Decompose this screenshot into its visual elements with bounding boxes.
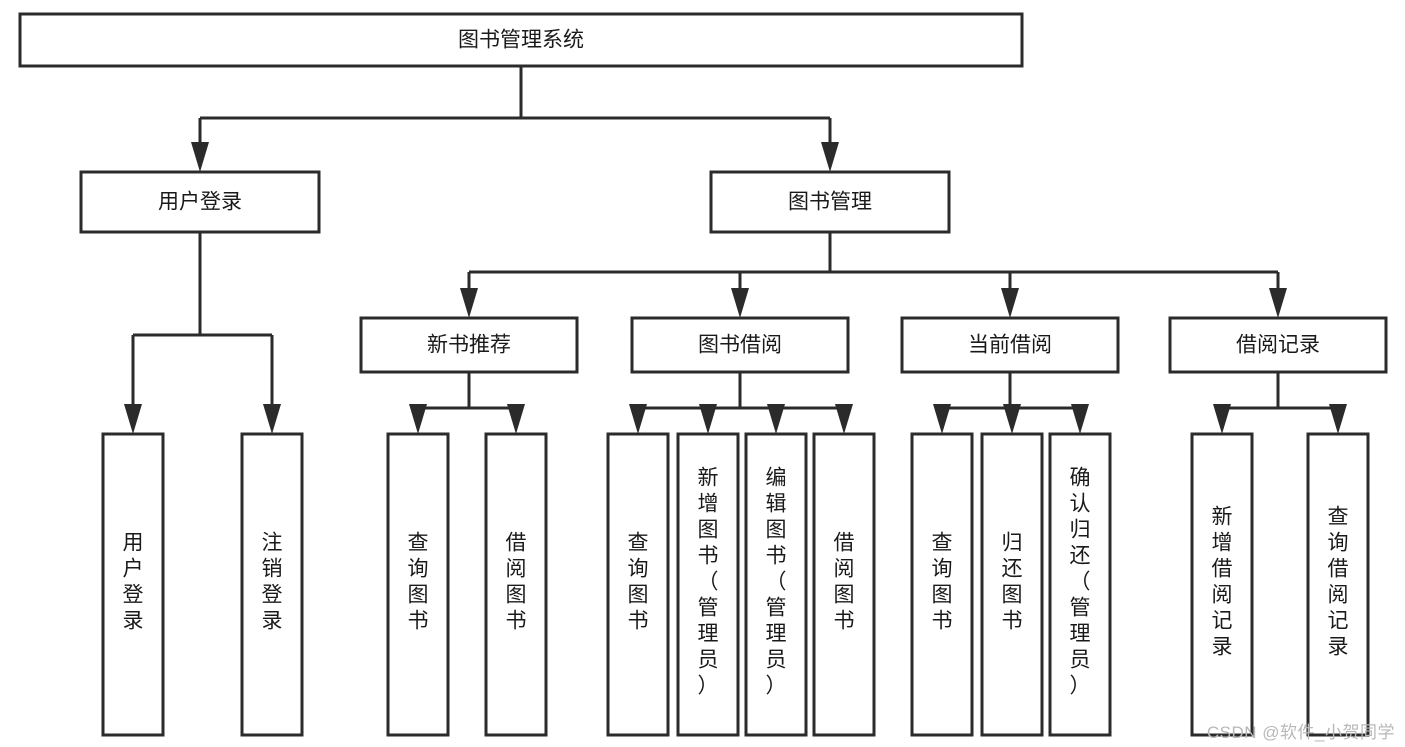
- node-leaf-user-login[interactable]: 用户登录: [101, 432, 165, 737]
- arrow-head-icon: [507, 404, 525, 434]
- node-label-leaf-query-record: 查询借阅记录: [1328, 506, 1349, 659]
- node-label-root: 图书管理系统: [458, 29, 584, 52]
- node-leaf-query-book-3[interactable]: 查询图书: [910, 432, 974, 737]
- node-label-leaf-borrow-book-2: 借阅图书: [834, 532, 855, 633]
- node-leaf-query-book-2[interactable]: 查询图书: [606, 432, 670, 737]
- node-label-leaf-query-book-3: 查询图书: [932, 532, 953, 633]
- arrow-head-icon: [409, 404, 427, 434]
- csdn-watermark: CSDN @软件_小贺同学: [1206, 723, 1395, 742]
- arrow-head-icon: [1001, 288, 1019, 318]
- node-layer: 图书管理系统用户登录图书管理新书推荐图书借阅当前借阅借阅记录用户登录注销登录查询…: [18, 12, 1388, 737]
- arrow-head-icon: [1213, 404, 1231, 434]
- node-leaf-edit-book[interactable]: 编辑图书（管理员）: [744, 432, 808, 737]
- node-box-borrow-record[interactable]: [1168, 316, 1388, 374]
- node-box-leaf-edit-book[interactable]: [744, 432, 808, 737]
- node-borrow-record[interactable]: 借阅记录: [1168, 316, 1388, 374]
- node-leaf-borrow-book-1[interactable]: 借阅图书: [484, 432, 548, 737]
- node-label-leaf-edit-book: 编辑图书（管理员）: [766, 467, 787, 698]
- connector-branch-book-borrow: [629, 372, 853, 434]
- node-leaf-add-record[interactable]: 新增借阅记录: [1190, 432, 1254, 737]
- connector-branch-book-manage: [460, 232, 1287, 318]
- node-leaf-query-record[interactable]: 查询借阅记录: [1306, 432, 1370, 737]
- node-label-borrow-record: 借阅记录: [1236, 334, 1320, 357]
- node-box-leaf-user-login[interactable]: [101, 432, 165, 737]
- node-label-leaf-add-record: 新增借阅记录: [1212, 506, 1233, 659]
- node-user-login[interactable]: 用户登录: [79, 170, 321, 234]
- arrow-head-icon: [699, 404, 717, 434]
- arrow-head-icon: [1329, 404, 1347, 434]
- node-box-book-manage[interactable]: [709, 170, 951, 234]
- node-box-leaf-query-book-2[interactable]: [606, 432, 670, 737]
- node-leaf-logout[interactable]: 注销登录: [240, 432, 304, 737]
- node-book-borrow[interactable]: 图书借阅: [630, 316, 850, 374]
- node-box-leaf-confirm-return[interactable]: [1048, 432, 1112, 737]
- node-leaf-add-book[interactable]: 新增图书（管理员）: [676, 432, 740, 737]
- node-label-user-login: 用户登录: [158, 191, 242, 214]
- node-box-leaf-add-record[interactable]: [1190, 432, 1254, 737]
- arrow-head-icon: [191, 142, 209, 172]
- arrow-head-icon: [1269, 288, 1287, 318]
- arrow-head-icon: [821, 142, 839, 172]
- connector-branch-current-borrow: [933, 372, 1089, 434]
- connector-branch-new-book-rec: [409, 372, 525, 434]
- node-label-leaf-borrow-book-1: 借阅图书: [506, 532, 527, 633]
- node-box-current-borrow[interactable]: [900, 316, 1120, 374]
- node-box-user-login[interactable]: [79, 170, 321, 234]
- node-label-leaf-confirm-return: 确认归还（管理员）: [1070, 467, 1091, 698]
- node-label-leaf-query-book-1: 查询图书: [408, 532, 429, 633]
- node-leaf-return-book[interactable]: 归还图书: [980, 432, 1044, 737]
- arrow-head-icon: [767, 404, 785, 434]
- node-box-root[interactable]: [18, 12, 1024, 68]
- node-box-leaf-logout[interactable]: [240, 432, 304, 737]
- node-label-leaf-logout: 注销登录: [262, 532, 283, 633]
- connector-layer: [124, 66, 1347, 434]
- node-root[interactable]: 图书管理系统: [18, 12, 1024, 68]
- node-book-manage[interactable]: 图书管理: [709, 170, 951, 234]
- node-box-book-borrow[interactable]: [630, 316, 850, 374]
- arrow-head-icon: [1003, 404, 1021, 434]
- node-box-leaf-query-record[interactable]: [1306, 432, 1370, 737]
- node-leaf-confirm-return[interactable]: 确认归还（管理员）: [1048, 432, 1112, 737]
- node-label-current-borrow: 当前借阅: [968, 334, 1052, 357]
- arrow-head-icon: [1071, 404, 1089, 434]
- node-box-new-book-rec[interactable]: [359, 316, 579, 374]
- arrow-head-icon: [731, 288, 749, 318]
- node-leaf-query-book-1[interactable]: 查询图书: [386, 432, 450, 737]
- node-box-leaf-borrow-book-2[interactable]: [812, 432, 876, 737]
- node-label-leaf-query-book-2: 查询图书: [628, 532, 649, 633]
- node-label-leaf-return-book: 归还图书: [1002, 532, 1023, 633]
- node-box-leaf-return-book[interactable]: [980, 432, 1044, 737]
- node-label-new-book-rec: 新书推荐: [427, 334, 511, 357]
- node-current-borrow[interactable]: 当前借阅: [900, 316, 1120, 374]
- node-label-book-borrow: 图书借阅: [698, 334, 782, 357]
- arrow-head-icon: [124, 404, 142, 434]
- node-box-leaf-query-book-3[interactable]: [910, 432, 974, 737]
- connector-branch-user-login: [124, 232, 281, 434]
- arrow-head-icon: [460, 288, 478, 318]
- node-label-leaf-add-book: 新增图书（管理员）: [698, 467, 719, 698]
- node-label-leaf-user-login: 用户登录: [123, 532, 144, 633]
- arrow-head-icon: [263, 404, 281, 434]
- arrow-head-icon: [629, 404, 647, 434]
- node-label-book-manage: 图书管理: [788, 191, 872, 214]
- node-box-leaf-borrow-book-1[interactable]: [484, 432, 548, 737]
- node-new-book-rec[interactable]: 新书推荐: [359, 316, 579, 374]
- arrow-head-icon: [933, 404, 951, 434]
- connector-branch-root: [191, 66, 839, 172]
- arrow-head-icon: [835, 404, 853, 434]
- node-box-leaf-add-book[interactable]: [676, 432, 740, 737]
- connector-branch-borrow-record: [1213, 372, 1347, 434]
- node-leaf-borrow-book-2[interactable]: 借阅图书: [812, 432, 876, 737]
- node-box-leaf-query-book-1[interactable]: [386, 432, 450, 737]
